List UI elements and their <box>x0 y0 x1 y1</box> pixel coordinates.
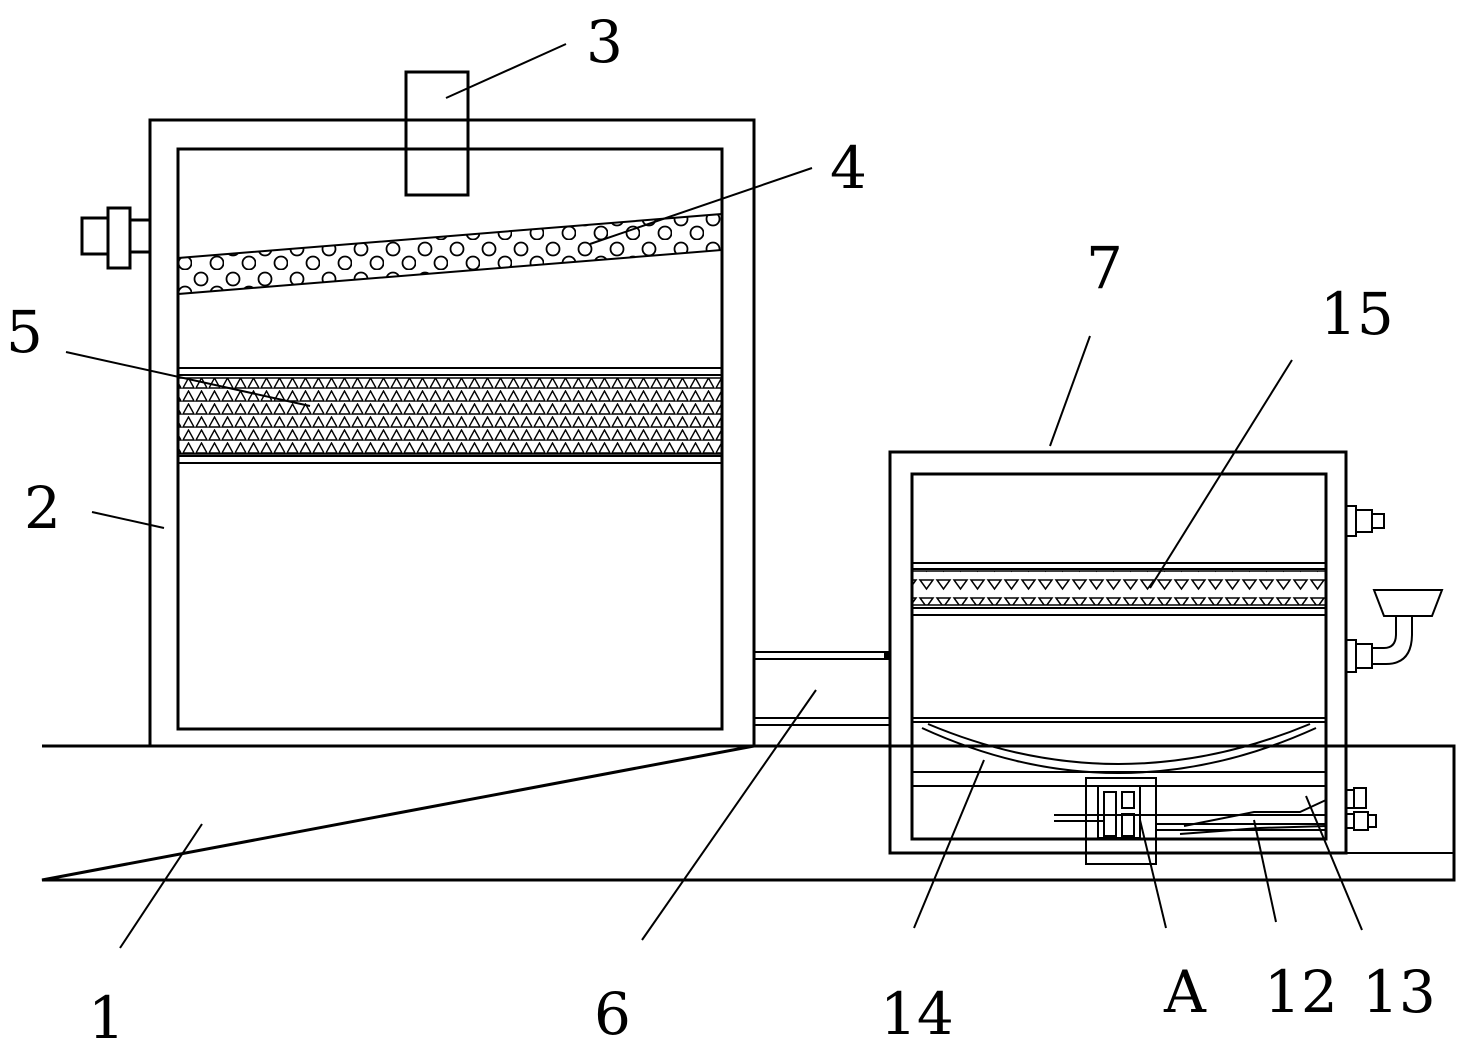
connecting-pipe <box>754 651 890 726</box>
label-3: 3 <box>586 8 623 76</box>
right-tank <box>888 450 1348 855</box>
label-7: 7 <box>1086 234 1123 302</box>
right-side-fittings <box>1345 505 1444 831</box>
label-5: 5 <box>6 298 43 366</box>
leader-lines <box>65 43 1363 949</box>
reference-labels: 3 4 5 2 7 15 1 6 14 A 12 13 <box>6 8 1436 1050</box>
label-4: 4 <box>830 134 867 202</box>
label-1: 1 <box>88 984 125 1050</box>
label-6: 6 <box>594 980 631 1048</box>
label-12: 12 <box>1264 958 1338 1026</box>
side-inlet-pipe <box>80 206 152 270</box>
label-14: 14 <box>880 980 954 1048</box>
label-15: 15 <box>1320 280 1394 348</box>
label-A: A <box>1163 958 1207 1026</box>
label-13: 13 <box>1362 958 1436 1026</box>
bottom-mechanism <box>1054 777 1327 865</box>
label-2: 2 <box>24 474 61 542</box>
top-feed-pipe <box>404 70 470 197</box>
right-filter-layer <box>911 562 1327 616</box>
base-plate <box>41 744 1456 882</box>
curved-plate <box>912 717 1326 787</box>
filter-layer <box>177 367 723 464</box>
inclined-screen <box>177 212 723 296</box>
